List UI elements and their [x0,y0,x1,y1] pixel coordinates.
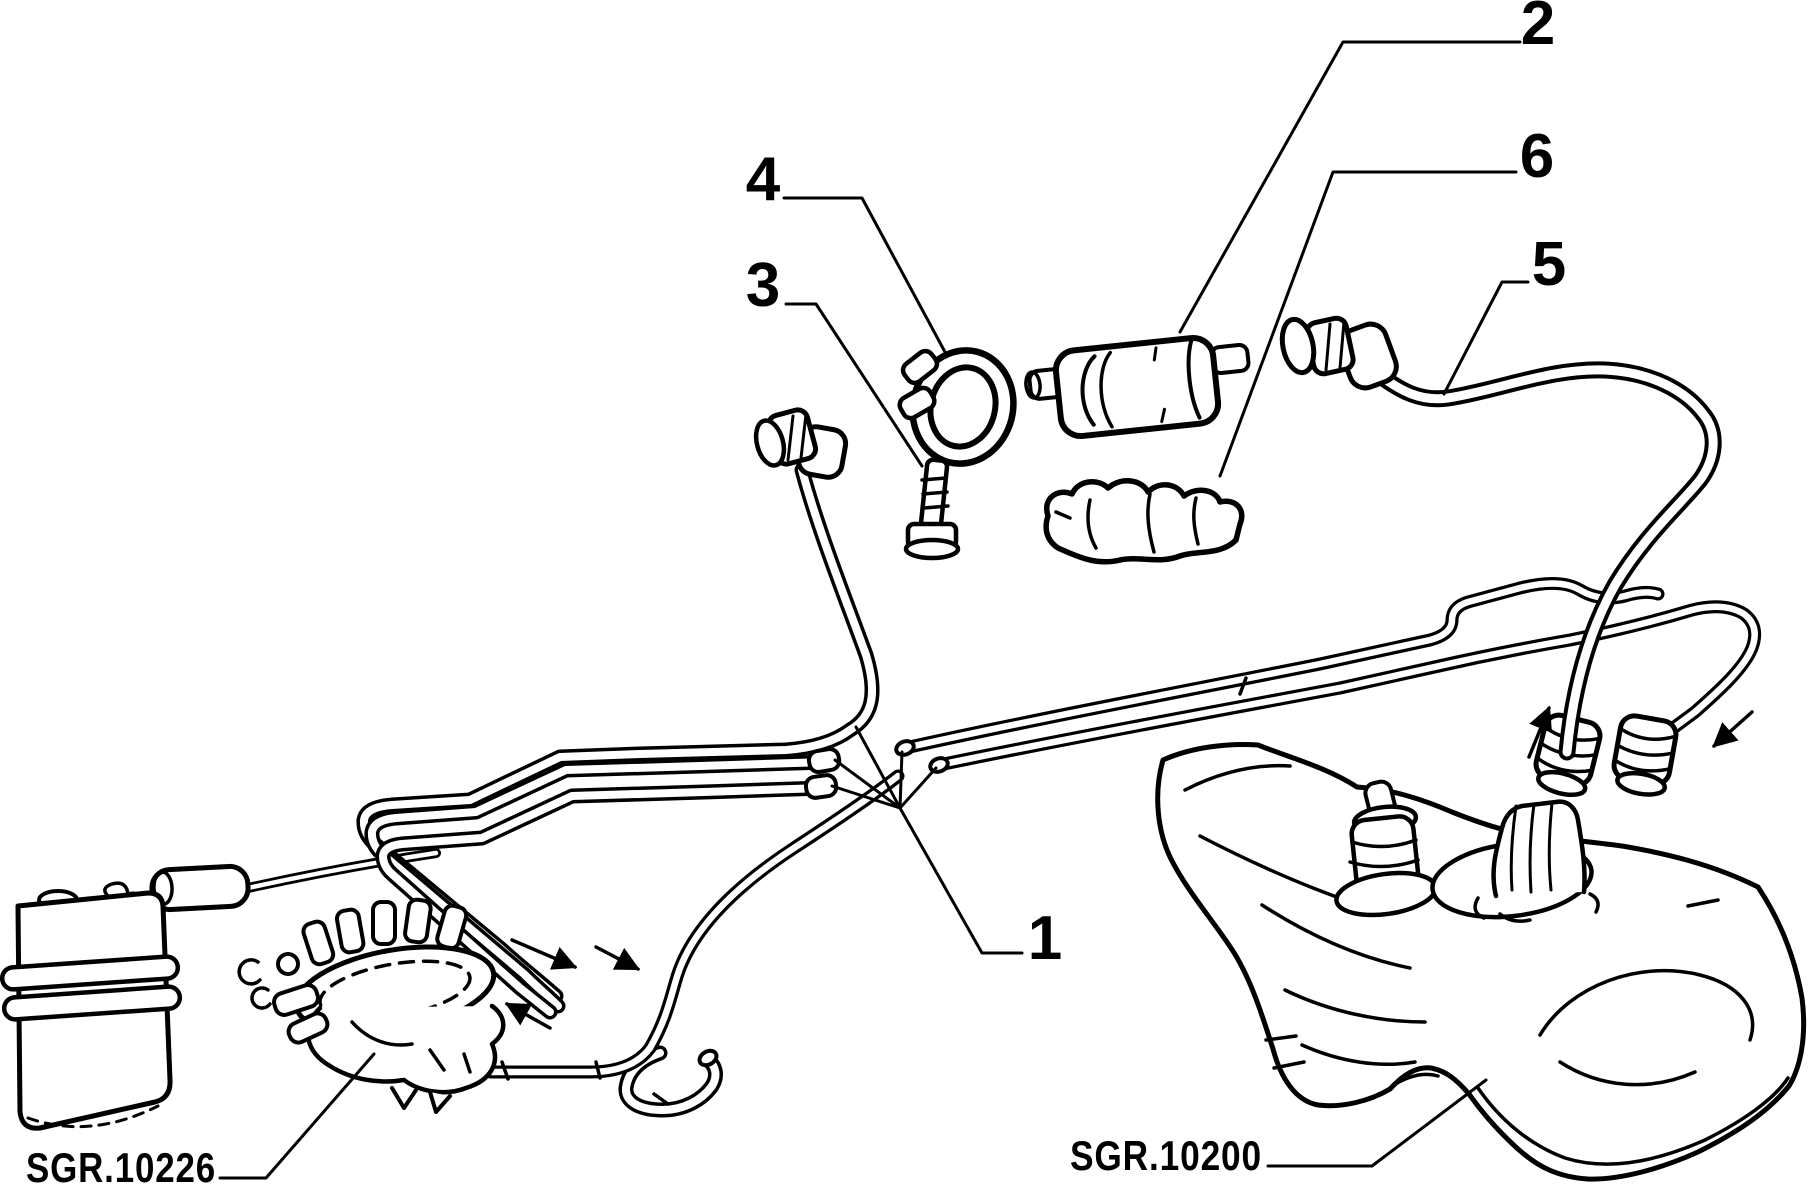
fuel-tank [1155,742,1807,1182]
fuel-return-rail [932,600,1762,772]
clamp-ear [897,385,937,421]
heat-shield [1043,478,1245,565]
leader-callout-1-fan [830,725,938,810]
tank-vent-valve [1334,779,1438,918]
pump-body [305,1003,506,1095]
leader-sgr-10226 [218,1052,376,1180]
flow-arrow [1712,710,1754,748]
tank-sender-opening [1430,799,1600,923]
leader-callout-1 [898,806,1024,955]
pump-nipple [272,983,320,1017]
vent-pipe-end-cap [149,863,251,913]
pipe-open-end [894,739,916,757]
leader-lines [218,40,1530,1180]
flow-arrow [1527,705,1553,759]
leader-sgr-10200 [1266,1078,1488,1168]
flow-arrow [510,938,578,970]
leader-callout-4 [782,196,947,354]
pump-nipple [286,1011,330,1045]
vent-pipe [149,848,441,913]
filter-body [1052,334,1222,440]
fuel-pipes-bundle [356,407,950,1020]
charcoal-canister [0,881,183,1131]
callout-2: 2 [1521,0,1555,58]
callout-4: 4 [746,145,781,214]
leader-callout-3 [784,302,924,468]
leader-callout-5 [1442,280,1530,396]
fuel-pump-assembly [237,897,506,1114]
ref-label-sgr-10226: SGR.10226 [26,1144,216,1187]
leader-callout-6 [1218,170,1518,478]
flow-arrows [504,705,1754,1030]
pipe-elbow-fitting [753,407,849,480]
fuel-tank-outline [1155,742,1807,1182]
filter-clamp [897,347,1017,467]
hose-elbow-fitting [1279,315,1399,391]
callout-1: 1 [1028,904,1062,973]
callout-6: 6 [1520,122,1554,191]
pipe-end-cap [806,746,842,775]
hose-clamp-ticks [462,676,1248,1106]
tank-fitting-right [1611,713,1679,797]
j-hook-hose [618,1045,723,1118]
callout-3: 3 [746,251,780,320]
flow-arrow [594,945,641,971]
ref-label-sgr-10200: SGR.10200 [1070,1132,1262,1179]
canister-band [1,984,183,1022]
clamp-ear [900,348,940,386]
fuel-tank-surface-lines [1183,763,1790,1166]
pump-hose-stubs [276,897,469,976]
pipe-end-cap [803,773,839,800]
leader-callout-2 [1178,40,1522,334]
fuel-hose [1279,315,1722,761]
mounting-bolt [903,457,961,561]
canister-band [0,954,181,992]
callout-5: 5 [1532,230,1566,299]
flow-arrow [504,1002,552,1030]
fuel-filter [1024,334,1251,440]
